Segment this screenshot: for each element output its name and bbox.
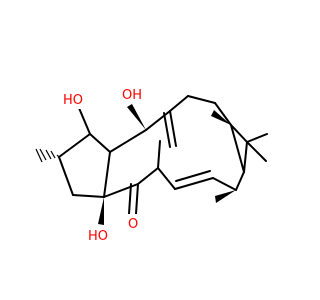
- wedge-h-upper: [211, 110, 231, 125]
- wedge-bond-oh-top: [127, 104, 146, 130]
- gem-dimethyl: [246, 133, 268, 162]
- label-ho-left: HO: [63, 93, 83, 108]
- structure-diagram: OH HO HO O: [35, 88, 268, 244]
- label-oh-top: OH: [122, 88, 142, 103]
- methyl-on-alkene: [157, 140, 161, 169]
- bond-c-oh-left: [78, 107, 91, 135]
- label-ketone-o: O: [128, 217, 138, 232]
- carbonyl-bond: [128, 183, 139, 215]
- methyl-hashed-bond: [35, 148, 60, 163]
- wedge-h-lower: [215, 190, 236, 203]
- molecule-drawing: OH HO HO O: [35, 88, 268, 244]
- exo-methylene: [163, 110, 177, 148]
- bond-ring-to-carbinol: [109, 129, 147, 153]
- cyclopentane-ring: [58, 133, 111, 198]
- macrocycle: [103, 95, 248, 198]
- label-ho-bottom: HO: [88, 229, 108, 244]
- wedge-bond-oh-bottom: [98, 197, 104, 225]
